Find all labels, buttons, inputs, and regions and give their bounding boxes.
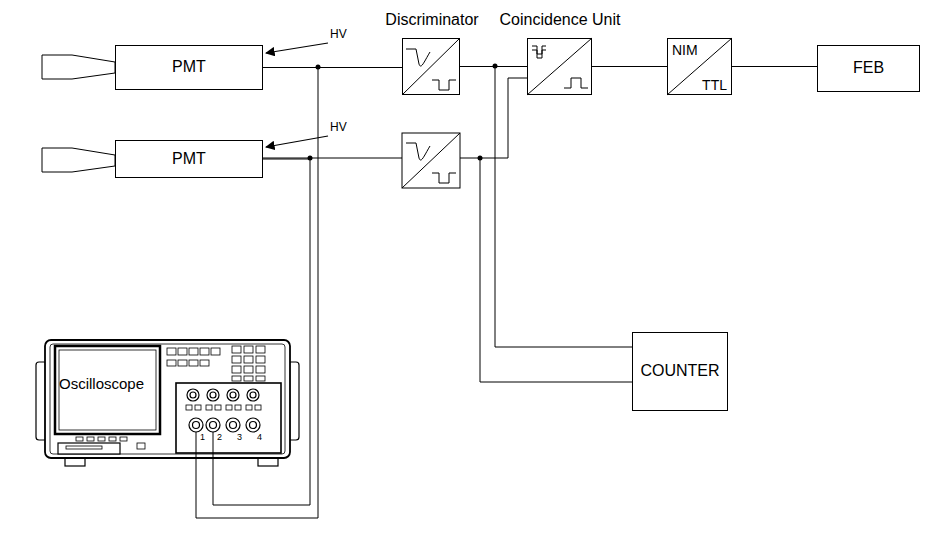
coincidence-icon [527, 38, 592, 95]
signal-cable [213, 159, 310, 505]
node-text: PMT [172, 150, 206, 168]
discriminator-box: Discriminator [402, 38, 460, 95]
hv-arrow [266, 43, 328, 53]
counter-box: COUNTER [632, 332, 728, 411]
scintillator [42, 148, 115, 172]
signal-cable [196, 68, 318, 519]
channel-number: 3 [237, 433, 242, 443]
hv-label: HV [330, 121, 347, 134]
coincidence-box: Coincidence Unit [527, 38, 592, 95]
channel-number: 1 [200, 433, 205, 443]
feb-box: FEB [817, 45, 920, 92]
pmt-box: PMT [115, 140, 263, 178]
signal-cable [732, 66, 817, 67]
signal-cable [460, 67, 632, 348]
probe-wire [196, 432, 213, 458]
hv-arrow [266, 136, 328, 147]
node-text: FEB [853, 59, 884, 77]
node-text: Discriminator [362, 11, 502, 29]
oscilloscope: Oscilloscope [45, 340, 290, 458]
channel-number: 4 [257, 433, 262, 443]
scintillator [42, 55, 115, 79]
discriminator-icon [402, 38, 460, 95]
converter-box: NIM TTL [667, 38, 732, 95]
hv-label: HV [330, 28, 347, 41]
channel-number: 2 [217, 433, 222, 443]
node-text: COUNTER [640, 362, 719, 380]
node-text: PMT [172, 58, 206, 76]
oscilloscope-drawing [36, 340, 299, 466]
node-text: Oscilloscope [59, 375, 144, 392]
pmt-box: PMT [115, 45, 263, 90]
discriminator-2 [402, 133, 460, 188]
node-text: TTL [702, 77, 727, 93]
node-text: NIM [672, 42, 698, 58]
node-text: Coincidence Unit [490, 11, 630, 29]
converter-diagonal [667, 38, 732, 95]
signal-cable [592, 66, 667, 67]
